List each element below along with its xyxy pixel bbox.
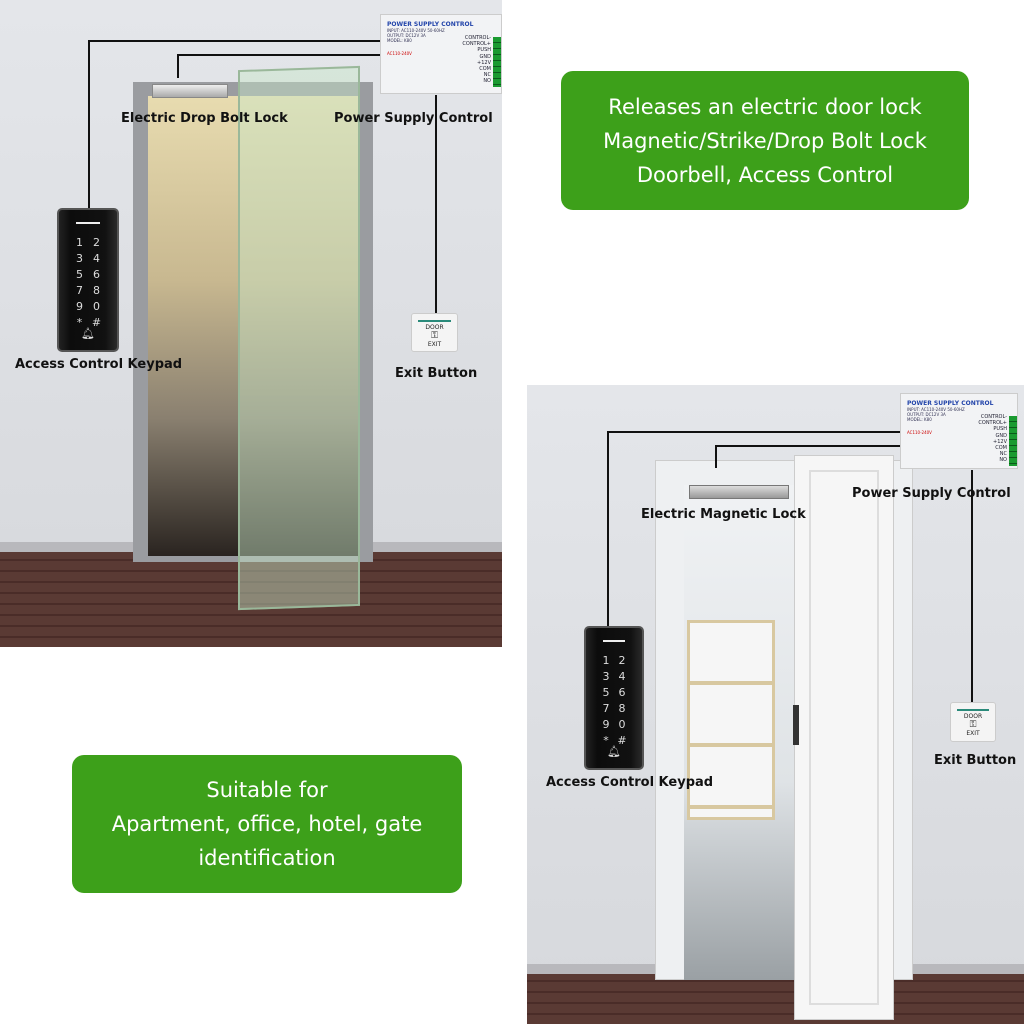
terminal-label: NO [999,457,1007,464]
key-3[interactable]: 3 [602,670,610,683]
key-hash[interactable]: # [91,316,102,329]
key-0[interactable]: 0 [618,718,626,731]
key-7[interactable]: 7 [602,702,610,715]
keypad-label: Access Control Keypad [15,357,183,372]
lock-label: Electric Magnetic Lock [641,507,806,522]
psu-model: MODEL: K80 [907,417,932,422]
bell-icon[interactable]: 🔔︎ [607,745,621,758]
terminal-label: CONTROL+ [978,420,1007,427]
terminal-label: PUSH [477,47,491,54]
key-6[interactable]: 6 [93,268,100,281]
exit-label: Exit Button [934,753,1017,768]
key-5[interactable]: 5 [602,686,610,699]
suitable-box: Suitable for Apartment, office, hotel, g… [72,755,462,893]
psu-title: POWER SUPPLY CONTROL [387,21,474,28]
drop-bolt-lock [152,84,228,98]
exit-top-text: DOOR [425,324,444,331]
key-star[interactable]: * [76,316,83,329]
key-6[interactable]: 6 [618,686,626,699]
terminal-label: NC [483,72,491,79]
feature-line: Releases an electric door lock [608,94,922,119]
key-star[interactable]: * [603,734,609,747]
terminal-label: COM [479,66,491,73]
terminal-label: CONTROL- [980,414,1007,420]
key-hash[interactable]: # [617,734,627,747]
magnetic-lock [689,485,789,499]
psu-label: Power Supply Control [852,486,1011,501]
door-handle[interactable] [793,705,799,745]
terminal-label: +12V [477,59,491,66]
shelf [687,620,775,820]
terminal-label: NO [483,78,491,85]
key-icon: ⚿ [969,720,977,730]
key-4[interactable]: 4 [93,252,100,265]
exit-top-text: DOOR [963,713,983,720]
key-1[interactable]: 1 [76,236,83,249]
exit-button[interactable]: DOOR ⚿ EXIT [411,313,458,352]
key-9[interactable]: 9 [76,300,83,313]
key-5[interactable]: 5 [76,268,83,281]
terminal-label: NC [999,451,1007,458]
key-3[interactable]: 3 [76,252,83,265]
keypad-label: Access Control Keypad [546,775,714,790]
terminal-block [493,37,501,87]
psu-ac: AC110-240V [907,430,932,435]
feature-line: Magnetic/Strike/Drop Bolt Lock [603,128,927,153]
terminal-label: GND [995,432,1007,439]
room-interior [148,96,360,556]
glass-door-scene [0,0,502,647]
bell-icon[interactable]: 🔔︎ [81,327,95,340]
terminal-label: PUSH [993,426,1007,433]
exit-bottom-text: EXIT [966,730,980,737]
power-supply-unit: POWER SUPPLY CONTROL INPUT: AC110-240V 5… [380,14,502,94]
key-8[interactable]: 8 [618,702,626,715]
suitable-line: Apartment, office, hotel, gate [111,812,423,836]
floor [0,552,502,647]
terminal-label: GND [479,53,491,60]
lock-label: Electric Drop Bolt Lock [121,111,288,126]
feature-line: Doorbell, Access Control [636,162,894,187]
exit-button[interactable]: DOOR ⚿ EXIT [950,702,996,742]
psu-output: OUTPUT: DC12V 3A [907,412,946,417]
psu-ac: AC110-240V [387,51,412,56]
terminal-label: CONTROL- [464,35,491,41]
open-door[interactable] [794,455,894,1020]
terminal-block [1009,416,1017,466]
suitable-line: identification [198,846,336,870]
power-supply-unit: POWER SUPPLY CONTROL INPUT: AC110-240V 5… [900,393,1018,469]
glass-door[interactable] [238,65,360,611]
terminal-labels: CONTROL- CONTROL+ PUSH GND +12V COM NC N… [978,414,1007,464]
terminal-labels: CONTROL- CONTROL+ PUSH GND +12V COM NC N… [462,35,491,85]
key-2[interactable]: 2 [618,654,626,667]
psu-input: INPUT: AC110-240V 50-60HZ [387,28,445,33]
psu-title: POWER SUPPLY CONTROL [907,400,994,407]
key-icon: ⚿ [431,331,438,341]
key-7[interactable]: 7 [76,284,83,297]
terminal-label: COM [995,445,1007,452]
key-0[interactable]: 0 [93,300,100,313]
psu-label: Power Supply Control [334,111,493,126]
key-8[interactable]: 8 [93,284,100,297]
key-2[interactable]: 2 [93,236,100,249]
exit-label: Exit Button [395,366,478,381]
key-1[interactable]: 1 [602,654,610,667]
terminal-label: CONTROL+ [462,41,491,48]
terminal-label: +12V [993,438,1007,445]
psu-model: MODEL: K80 [387,38,412,43]
feature-box: Releases an electric door lock Magnetic/… [561,71,969,210]
suitable-line: Suitable for [206,778,328,802]
key-4[interactable]: 4 [618,670,626,683]
psu-input: INPUT: AC110-240V 50-60HZ [907,407,965,412]
psu-output: OUTPUT: DC12V 3A [387,33,426,38]
key-9[interactable]: 9 [602,718,610,731]
exit-bottom-text: EXIT [427,341,442,348]
